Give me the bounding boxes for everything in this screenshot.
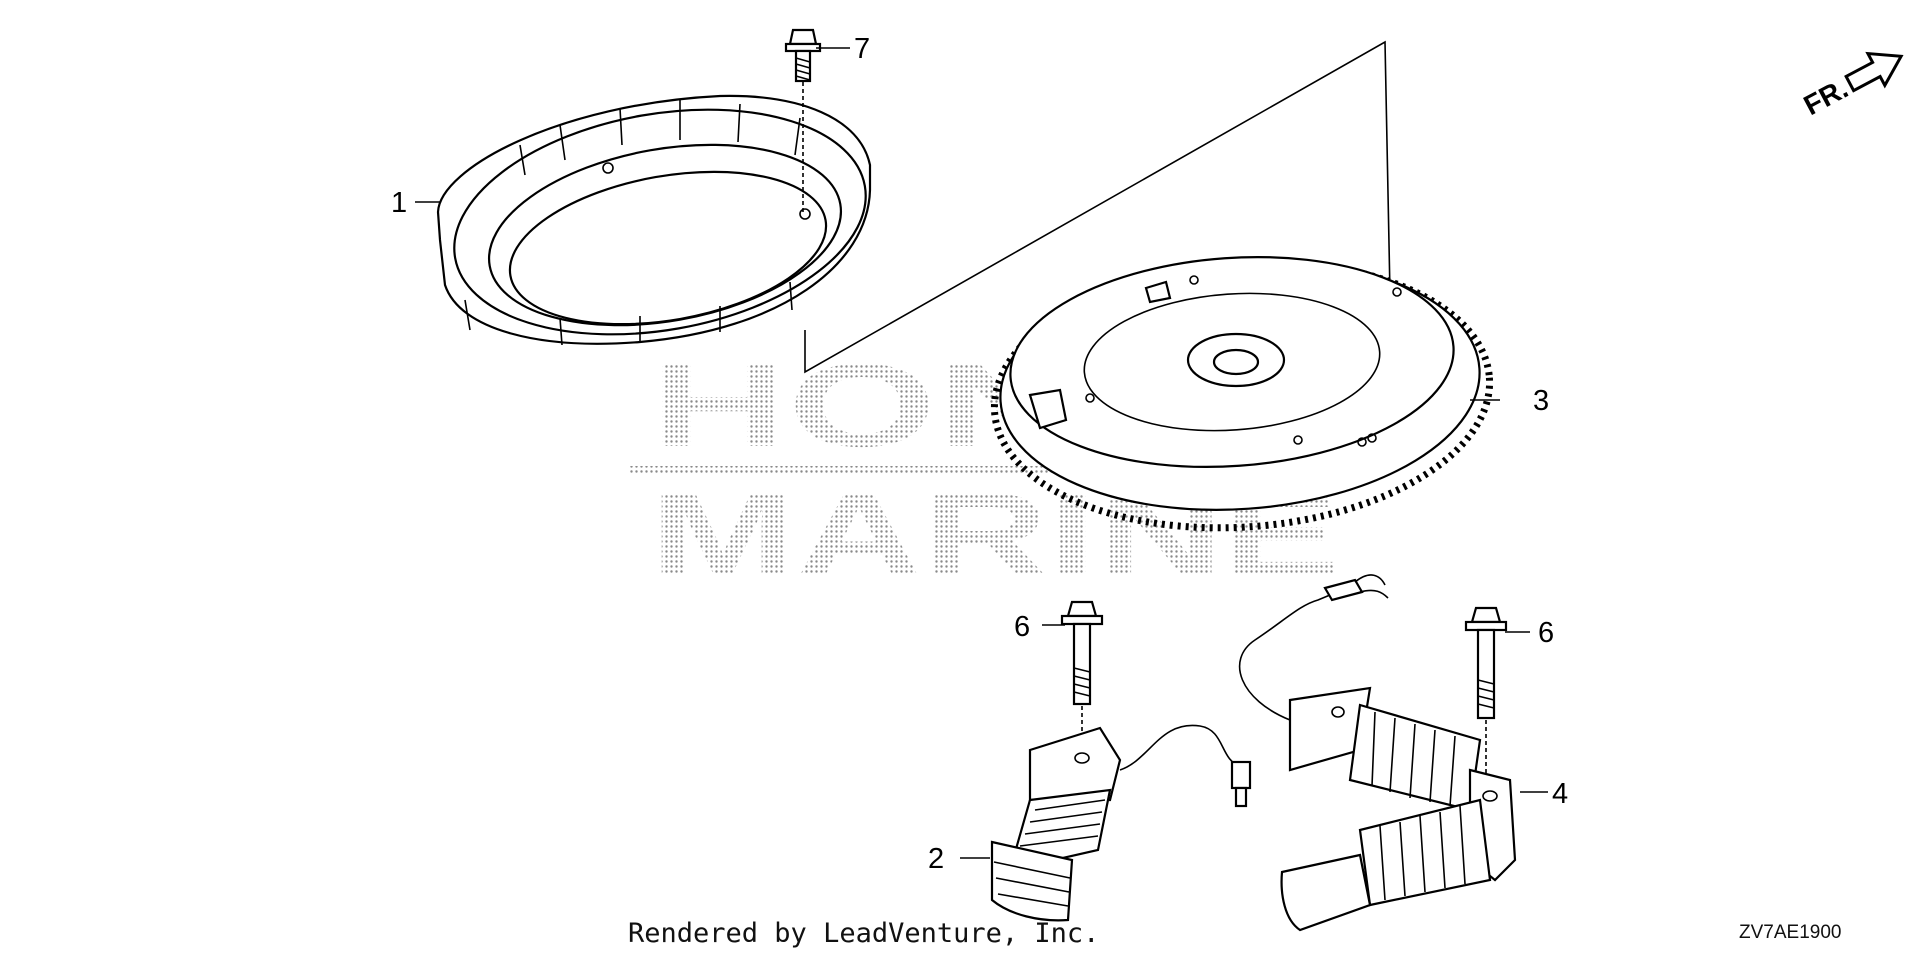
part-6-bolt-right[interactable] xyxy=(1464,606,1508,790)
watermark-divider xyxy=(628,466,1368,473)
callout-4[interactable]: 4 xyxy=(1552,778,1568,810)
callout-3[interactable]: 3 xyxy=(1533,385,1549,417)
callout-7[interactable]: 7 xyxy=(854,33,870,65)
part-4-charge-coil[interactable] xyxy=(1238,574,1517,932)
leader-lines xyxy=(415,47,1548,859)
front-arrow-icon xyxy=(1844,51,1904,93)
callout-1[interactable]: 1 xyxy=(391,187,407,219)
part-1-cover-ring[interactable] xyxy=(436,80,883,365)
part-6-bolt-left[interactable] xyxy=(1060,600,1104,750)
part-2-ignition-coil[interactable] xyxy=(990,724,1252,922)
diagram-code: ZV7AE1900 xyxy=(1739,922,1842,943)
rendered-by-credit: Rendered by LeadVenture, Inc. xyxy=(628,918,1100,949)
front-direction-marker: FR. xyxy=(1799,51,1904,122)
assembly-lines xyxy=(804,40,1391,374)
callout-6-right[interactable]: 6 xyxy=(1538,617,1554,649)
front-marker-label: FR. xyxy=(1799,73,1853,122)
callout-6-left[interactable]: 6 xyxy=(1014,611,1030,643)
callout-2[interactable]: 2 xyxy=(928,843,944,875)
part-7-bolt[interactable] xyxy=(784,28,822,212)
part-3-flywheel[interactable] xyxy=(985,243,1498,544)
